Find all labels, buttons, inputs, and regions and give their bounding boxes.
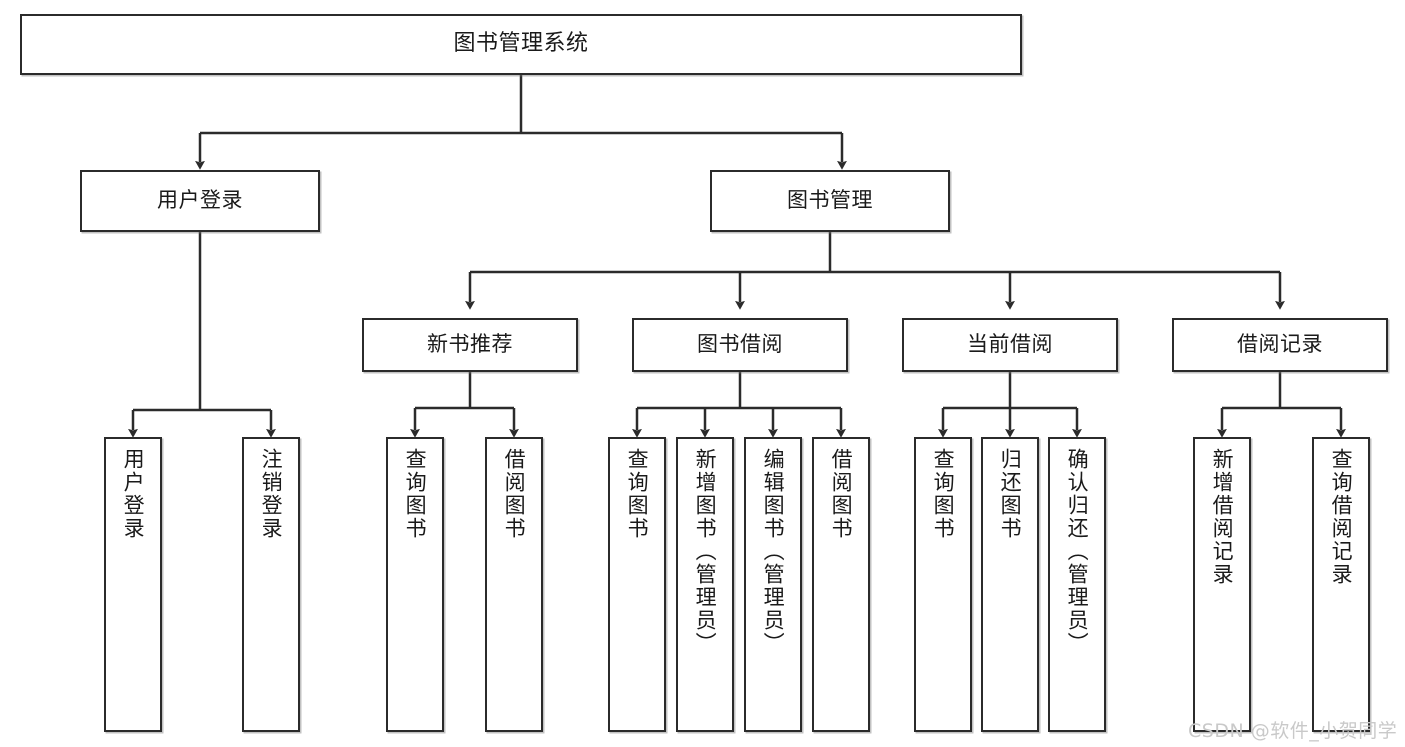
node-label: 编辑图书（管理员） — [761, 448, 786, 655]
node-label: 用户登录 — [157, 188, 243, 213]
node-label: 查询图书 — [403, 448, 428, 540]
node-label: 当前借阅 — [967, 332, 1053, 357]
node-user-login[interactable]: 用户登录 — [80, 170, 320, 232]
node-label: 图书管理 — [787, 188, 873, 213]
node-borrow-record[interactable]: 借阅记录 — [1172, 318, 1388, 372]
node-label: 图书借阅 — [697, 332, 783, 357]
node-label: 新书推荐 — [427, 332, 513, 357]
leaf-borrow-book-2[interactable]: 借阅图书 — [812, 437, 870, 732]
node-label: 归还图书 — [998, 448, 1023, 540]
leaf-add-book[interactable]: 新增图书（管理员） — [676, 437, 734, 732]
leaf-add-record[interactable]: 新增借阅记录 — [1193, 437, 1251, 732]
node-label: 图书管理系统 — [453, 31, 589, 57]
leaf-query-record[interactable]: 查询借阅记录 — [1312, 437, 1370, 732]
leaf-return-book[interactable]: 归还图书 — [981, 437, 1039, 732]
node-label: 用户登录 — [121, 448, 146, 540]
node-label: 注销登录 — [259, 448, 284, 540]
leaf-confirm-return[interactable]: 确认归还（管理员） — [1048, 437, 1106, 732]
node-new-book-rec[interactable]: 新书推荐 — [362, 318, 578, 372]
leaf-edit-book[interactable]: 编辑图书（管理员） — [744, 437, 802, 732]
node-label: 查询借阅记录 — [1329, 448, 1354, 586]
node-book-manage[interactable]: 图书管理 — [710, 170, 950, 232]
node-label: 新增借阅记录 — [1210, 448, 1235, 586]
leaf-user-login[interactable]: 用户登录 — [104, 437, 162, 732]
node-root-system[interactable]: 图书管理系统 — [20, 14, 1022, 75]
csdn-watermark: CSDN @软件_小贺同学 — [1188, 720, 1398, 742]
leaf-query-book-3[interactable]: 查询图书 — [914, 437, 972, 732]
node-book-borrow[interactable]: 图书借阅 — [632, 318, 848, 372]
node-label: 借阅图书 — [829, 448, 854, 540]
leaf-query-book-2[interactable]: 查询图书 — [608, 437, 666, 732]
leaf-borrow-book-1[interactable]: 借阅图书 — [485, 437, 543, 732]
leaf-query-book-1[interactable]: 查询图书 — [386, 437, 444, 732]
node-label: 借阅图书 — [502, 448, 527, 540]
node-current-borrow[interactable]: 当前借阅 — [902, 318, 1118, 372]
node-label: 确认归还（管理员） — [1065, 448, 1090, 655]
node-label: 借阅记录 — [1237, 332, 1323, 357]
node-label: 新增图书（管理员） — [693, 448, 718, 655]
node-label: 查询图书 — [931, 448, 956, 540]
leaf-logout-login[interactable]: 注销登录 — [242, 437, 300, 732]
node-label: 查询图书 — [625, 448, 650, 540]
